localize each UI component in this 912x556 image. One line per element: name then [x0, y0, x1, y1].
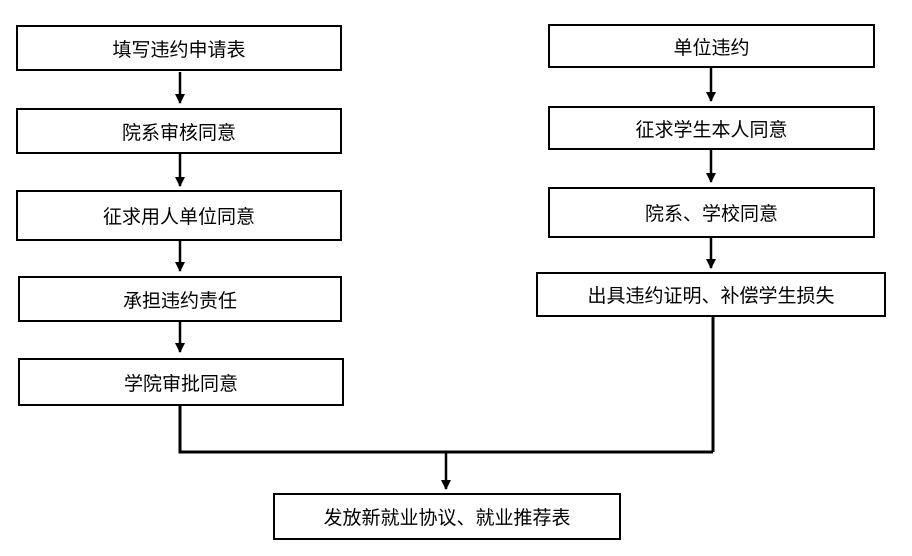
- step-box-issue-certificate: 出具违约证明、补偿学生损失: [536, 272, 886, 317]
- step-box-fill-application: 填写违约申请表: [16, 25, 342, 71]
- step-box-department-approve: 院系审核同意: [16, 108, 342, 154]
- step-box-student-consent: 征求学生本人同意: [548, 106, 875, 150]
- merge-line-left: [178, 406, 713, 454]
- step-box-final-issue: 发放新就业协议、就业推荐表: [273, 493, 621, 540]
- step-box-school-approve: 院系、学校同意: [548, 187, 875, 238]
- step-box-employer-default: 单位违约: [548, 24, 875, 68]
- step-box-college-approve: 学院审批同意: [18, 358, 344, 406]
- step-box-bear-liability: 承担违约责任: [18, 276, 342, 322]
- step-box-employer-consent: 征求用人单位同意: [16, 190, 342, 241]
